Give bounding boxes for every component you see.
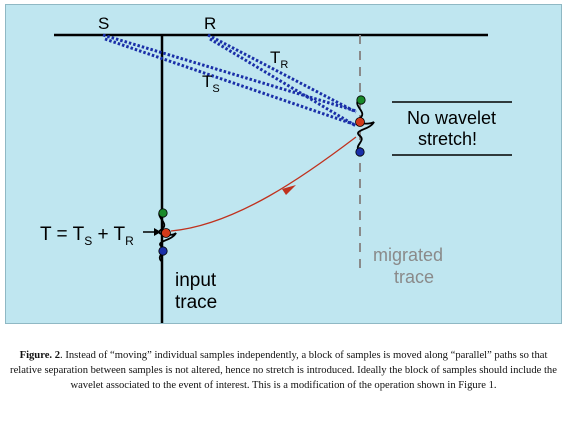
input-wavelet (158, 208, 177, 262)
equation-arrowhead (154, 228, 161, 236)
migrated-trace-label-line2: trace (394, 267, 434, 287)
input-trace-label-line1: input (175, 270, 217, 291)
input-sample-top (158, 208, 168, 218)
caption-figure-label: Figure. 2 (19, 350, 61, 361)
input-sample-mid (161, 228, 171, 238)
ray-path-receiver-bottom (209, 37, 357, 128)
source-label: S (98, 14, 109, 33)
receiver-label: R (204, 14, 216, 33)
input-sample-bottom (158, 246, 168, 256)
migrated-sample-top (356, 95, 366, 105)
figure-caption: Figure. 2. Instead of “moving” individua… (4, 348, 563, 393)
equation-label: T = TS + TR (40, 224, 134, 248)
caption-text: . Instead of “moving” individual samples… (10, 350, 557, 391)
migration-diagram: S R TR TS T = TS + TR No wavelet stretch… (40, 14, 512, 323)
no-stretch-line1: No wavelet (407, 108, 496, 128)
tr-label: TR (270, 48, 288, 71)
ray-path-source-bottom (104, 37, 357, 127)
migrated-wavelet (355, 95, 375, 157)
migration-arrowhead (282, 185, 296, 195)
migrated-sample-mid (355, 117, 365, 127)
diagram-panel: S R TR TS T = TS + TR No wavelet stretch… (5, 4, 562, 324)
no-stretch-line2: stretch! (418, 129, 477, 149)
ray-path-receiver-top (207, 33, 357, 114)
migration-arrow (170, 136, 357, 232)
migrated-sample-bottom (355, 147, 365, 157)
migrated-trace-label-line1: migrated (373, 245, 443, 265)
ts-label: TS (202, 72, 220, 95)
input-trace-label-line2: trace (175, 292, 217, 313)
ray-path-source-top (102, 33, 357, 113)
